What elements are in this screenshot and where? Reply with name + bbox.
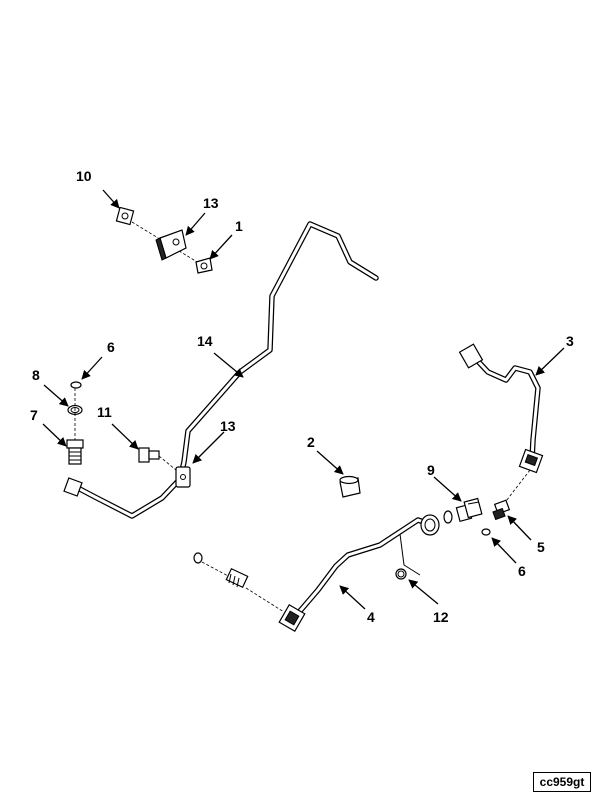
ring-12 (395, 568, 407, 580)
leader-arrows (42, 189, 565, 610)
bracket-assembly-top (115, 206, 213, 274)
callout-6-right: 6 (518, 563, 526, 579)
callout-6-left: 6 (107, 339, 115, 355)
tube-3 (458, 343, 544, 474)
fitting-9 (443, 497, 483, 524)
cap-2 (339, 475, 361, 498)
callout-13-mid: 13 (220, 418, 236, 434)
callout-11: 11 (97, 404, 112, 420)
callout-2: 2 (307, 434, 315, 450)
callout-3: 3 (566, 333, 574, 349)
tube-14 (63, 221, 379, 519)
reference-code-label: cc959gt (533, 772, 591, 792)
callout-8: 8 (32, 367, 40, 383)
callout-4: 4 (367, 609, 375, 625)
callout-7: 7 (30, 407, 38, 423)
tube-4 (278, 514, 440, 632)
bolt-11 (138, 447, 177, 471)
left-fittings (66, 381, 84, 465)
callout-5: 5 (537, 539, 545, 555)
callout-1: 1 (235, 218, 243, 234)
callout-9: 9 (427, 462, 435, 478)
callout-14: 14 (197, 333, 213, 349)
callout-12: 12 (433, 609, 449, 625)
fitting-5 (481, 469, 531, 536)
lower-left-fitting (193, 552, 285, 613)
callout-10: 10 (76, 168, 92, 184)
callout-13-top: 13 (203, 195, 219, 211)
